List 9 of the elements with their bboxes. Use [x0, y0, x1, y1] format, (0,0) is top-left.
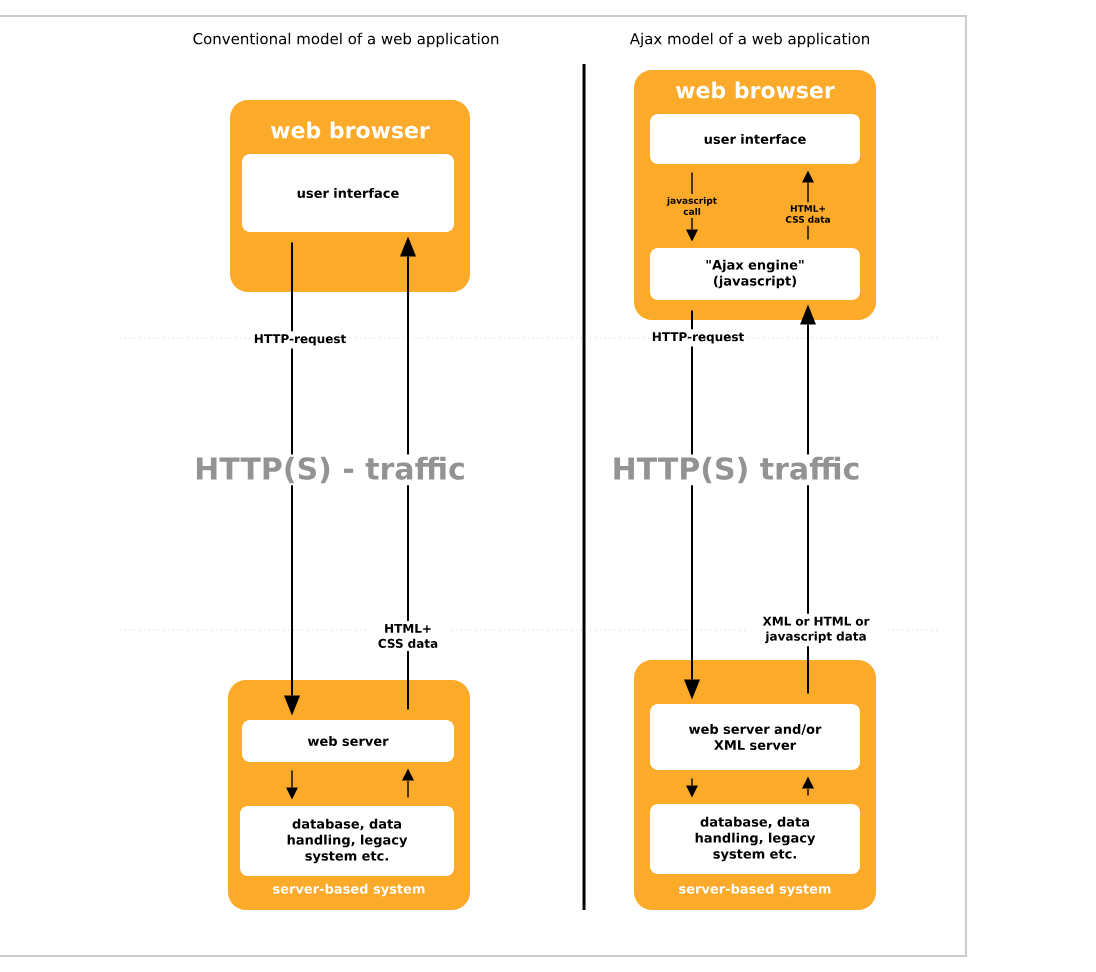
- arrow: [684, 309, 700, 700]
- arrow: [402, 768, 414, 799]
- arrow: [686, 777, 698, 798]
- arrow: [802, 776, 814, 797]
- arrow: [400, 236, 416, 711]
- arrow: [286, 769, 298, 800]
- arrow: [284, 241, 300, 716]
- zone-label: HTTP(S) traffic: [609, 454, 863, 486]
- zone-label: HTTP(S) - traffic: [192, 454, 468, 486]
